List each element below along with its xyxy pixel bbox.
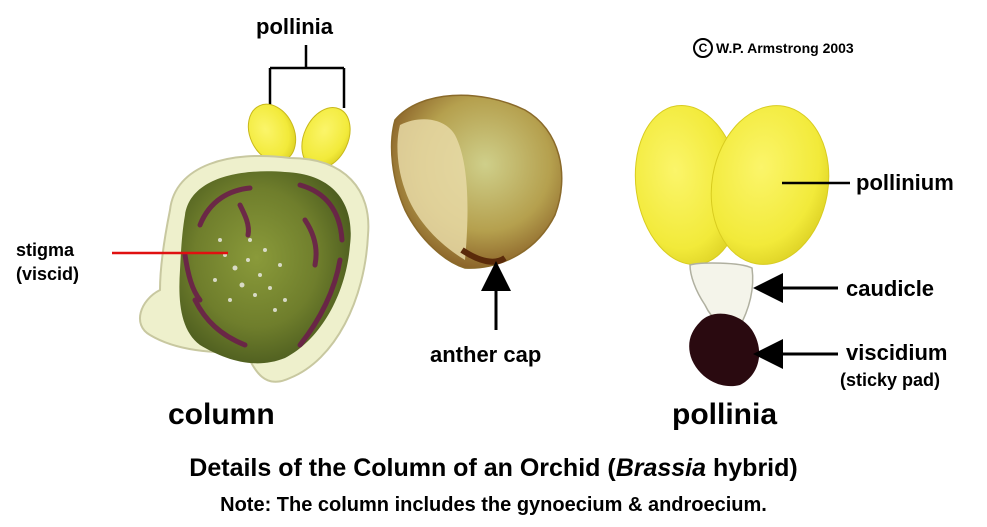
anther-cap — [392, 95, 562, 268]
stigma-label: stigma — [16, 240, 74, 261]
figure-note: Note: The column includes the gynoecium … — [0, 494, 987, 517]
column-label: column — [168, 398, 275, 432]
pollinia-top-label: pollinia — [256, 14, 333, 40]
figure-title: Details of the Column of an Orchid (Bras… — [0, 454, 987, 483]
pollinia-detail — [625, 96, 841, 386]
stigma-sublabel: (viscid) — [16, 264, 79, 285]
title-prefix: Details of the Column of an Orchid ( — [189, 454, 615, 482]
viscidium-label: viscidium — [846, 340, 947, 366]
column-body — [140, 156, 368, 382]
copyright-text: W.P. Armstrong 2003 — [716, 40, 854, 56]
viscidium-sublabel: (sticky pad) — [840, 370, 940, 391]
title-genus: Brassia — [616, 454, 706, 482]
copyright-icon: C — [693, 38, 713, 58]
anther-cap-label: anther cap — [430, 342, 541, 368]
caudicle-label: caudicle — [846, 276, 934, 302]
title-suffix: hybrid) — [706, 454, 798, 482]
pollinia-bracket — [270, 45, 344, 108]
pollinia-bottom-label: pollinia — [672, 398, 777, 432]
copyright-notice: C W.P. Armstrong 2003 — [693, 38, 854, 58]
pollinium-label: pollinium — [856, 170, 954, 196]
